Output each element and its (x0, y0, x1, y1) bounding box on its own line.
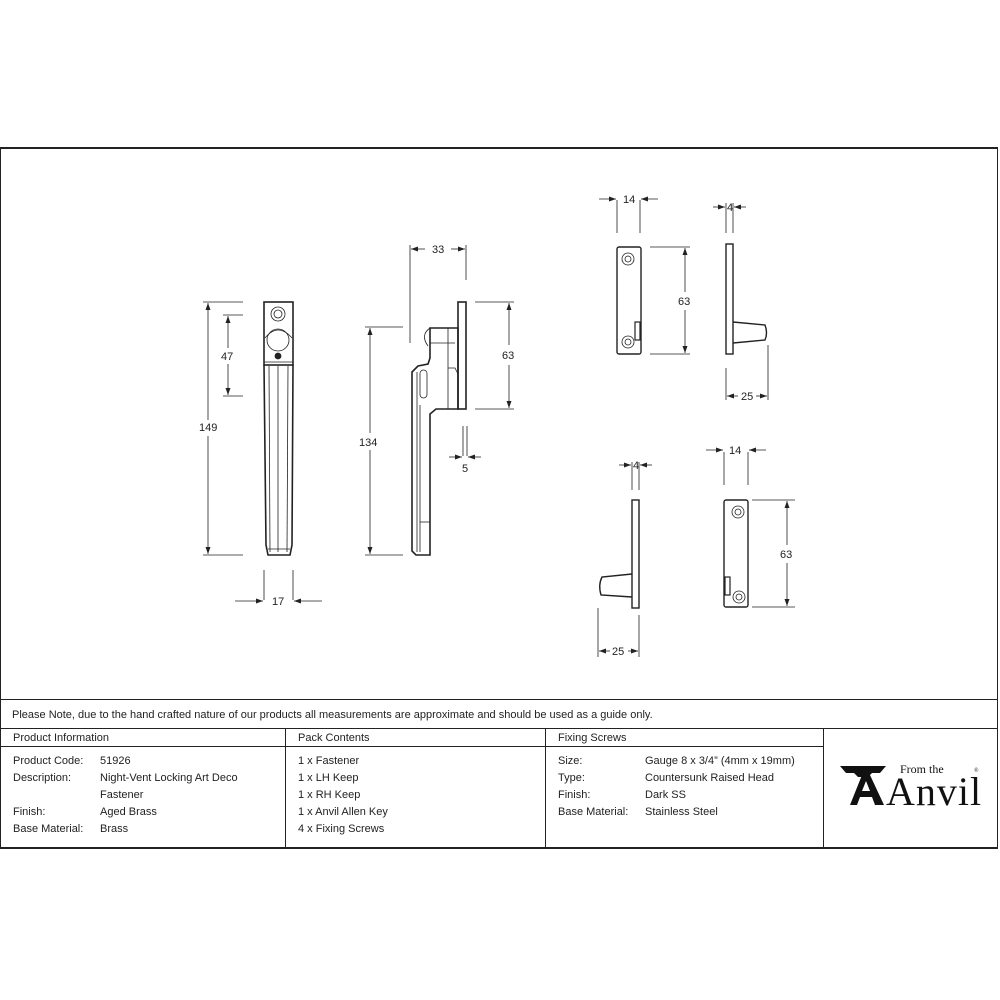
dim-keep-top-width: 14 (623, 194, 635, 206)
product-info-row: Product Code:51926 (13, 755, 131, 767)
product-info-row: Fastener (100, 789, 144, 801)
product-info-header: Product Information (1, 729, 285, 747)
pack-item: 1 x Fastener (298, 755, 360, 767)
screw-row: Size:Gauge 8 x 3/4” (4mm x 19mm) (558, 755, 795, 767)
dim-keep-bottom-height: 63 (780, 549, 792, 561)
dim-keep-top-height: 63 (678, 296, 690, 308)
product-info-row: Description:Night-Vent Locking Art Deco (13, 772, 238, 784)
pack-contents-header: Pack Contents (286, 729, 545, 747)
svg-text:From the: From the (900, 762, 944, 776)
anvil-icon (840, 766, 886, 805)
dim-keep-top-thickness: 4 (727, 202, 733, 214)
pack-contents-panel: Pack Contents 1 x Fastener 1 x LH Keep 1… (286, 729, 546, 849)
product-info-row: Finish:Aged Brass (13, 806, 157, 818)
screw-row: Type:Countersunk Raised Head (558, 772, 775, 784)
fastener-side-view (365, 245, 514, 556)
screw-row: Base Material:Stainless Steel (558, 806, 718, 818)
fixing-screws-header: Fixing Screws (546, 729, 823, 747)
dim-plate-height: 63 (502, 350, 514, 362)
drawing-sheet-border (0, 147, 998, 849)
dim-keep-top-projection: 25 (741, 391, 753, 403)
dim-fastener-width: 17 (272, 596, 284, 608)
dim-fastener-depth: 33 (432, 244, 444, 256)
fastener-front-view (203, 301, 322, 604)
product-information-panel: Product Information Product Code:51926 D… (0, 729, 286, 849)
keep-top-side-view (713, 203, 769, 400)
svg-text:Anvil: Anvil (886, 769, 982, 814)
keep-bottom-side-view (597, 462, 652, 657)
pack-item: 4 x Fixing Screws (298, 823, 385, 835)
dim-keep-bottom-projection: 25 (612, 646, 624, 658)
pack-item: 1 x LH Keep (298, 772, 359, 784)
svg-text:®: ® (974, 767, 979, 774)
keep-top-front-view (599, 196, 690, 355)
dim-head-height: 47 (221, 351, 233, 363)
dim-plate-thickness: 5 (462, 463, 468, 475)
dim-arm-height: 134 (359, 437, 377, 449)
keep-bottom-front-view (706, 447, 795, 608)
screw-row: Finish:Dark SS (558, 789, 686, 801)
dim-overall-height: 149 (199, 422, 217, 434)
pack-item: 1 x Anvil Allen Key (298, 806, 388, 818)
fixing-screws-panel: Fixing Screws Size:Gauge 8 x 3/4” (4mm x… (546, 729, 824, 849)
technical-drawing: 149 47 17 33 63 134 5 14 63 4 25 4 25 14… (0, 147, 1000, 699)
measurement-note: Please Note, due to the hand crafted nat… (0, 699, 998, 729)
product-info-row: Base Material:Brass (13, 823, 129, 835)
dim-keep-bottom-width: 14 (729, 445, 741, 457)
dim-keep-bottom-thickness: 4 (633, 460, 639, 472)
from-the-anvil-logo: From the Anvil ® (824, 729, 998, 849)
pack-item: 1 x RH Keep (298, 789, 361, 801)
